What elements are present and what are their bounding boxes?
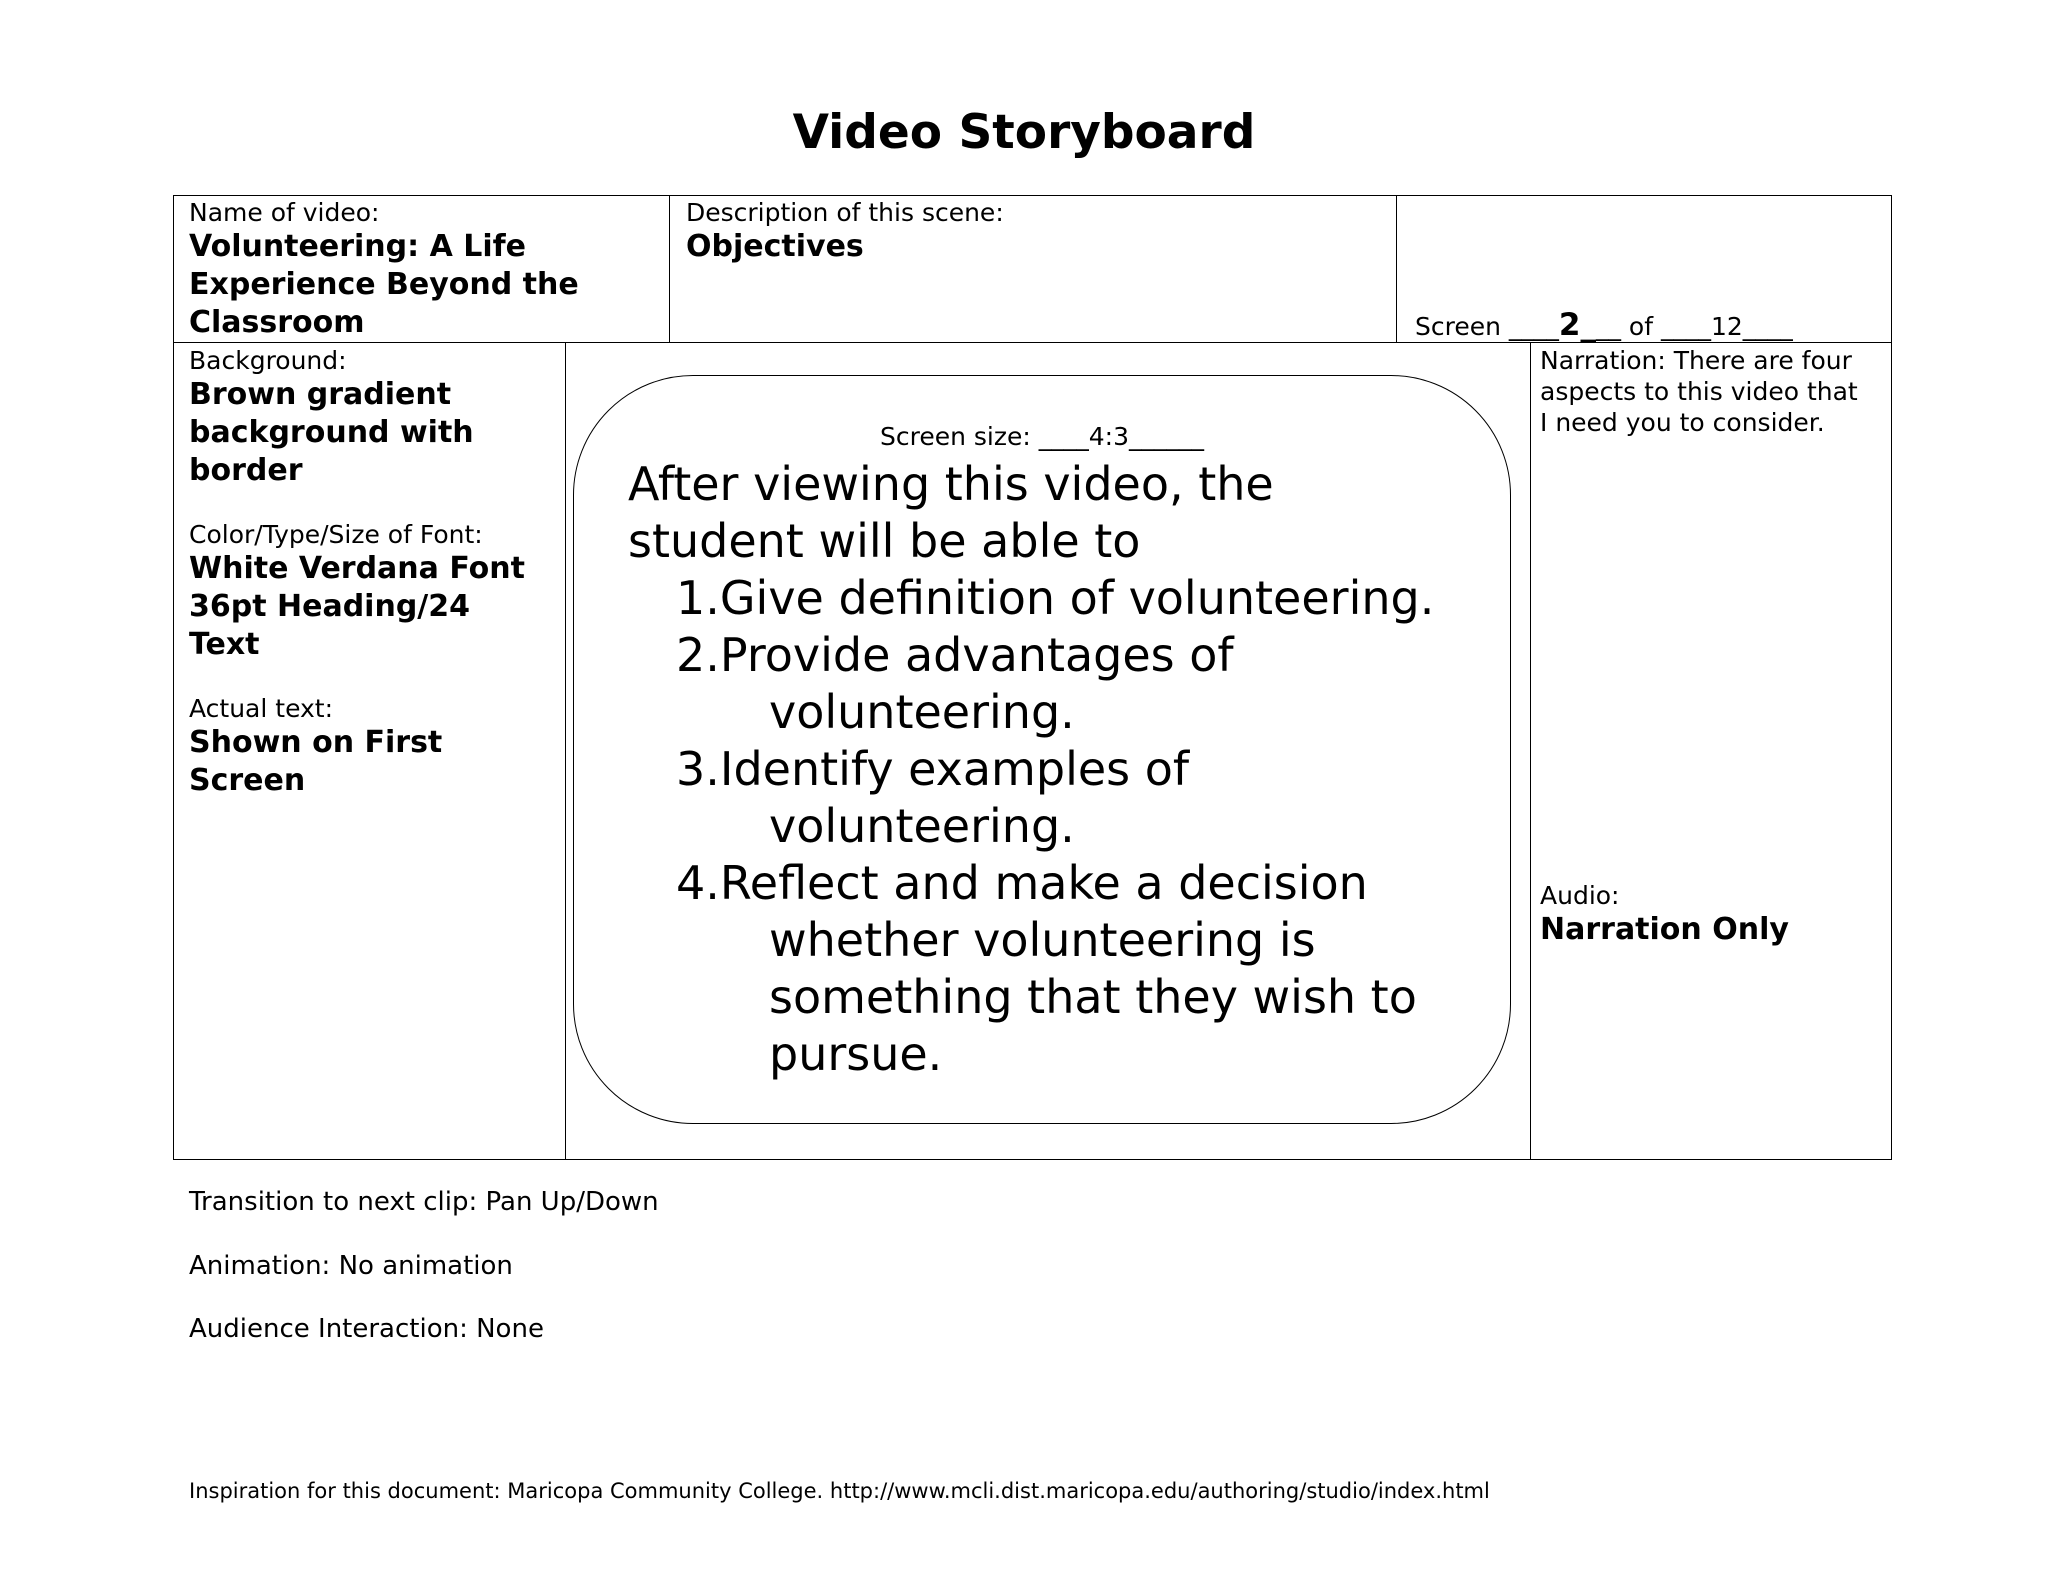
objective-continuation: volunteering. bbox=[769, 799, 1075, 853]
screen-preview-frame bbox=[573, 375, 1511, 1124]
objective-continuation: whether volunteering is bbox=[769, 913, 1316, 967]
actual-text-value-line: Shown on First bbox=[189, 725, 443, 760]
name-of-video: Name of video: Volunteering: A Life Expe… bbox=[189, 197, 579, 342]
description-label: Description of this scene: bbox=[686, 198, 1004, 227]
description-value: Objectives bbox=[686, 229, 864, 264]
font-value-line: Text bbox=[189, 627, 260, 662]
narration: Narration: There are four aspects to thi… bbox=[1540, 345, 1858, 438]
objective-continuation: volunteering. bbox=[769, 685, 1075, 739]
screen-counter: Screen ____2___ of ____12____ bbox=[1415, 310, 1793, 342]
audio-label: Audio: bbox=[1540, 881, 1620, 910]
screen-size-label: Screen size: ____4:3______ bbox=[880, 422, 1204, 451]
left-details: Background: Brown gradient background wi… bbox=[189, 345, 525, 800]
intro-line: student will be able to bbox=[628, 514, 1141, 568]
objective-number: 1. bbox=[676, 571, 720, 625]
video-title-line: Experience Beyond the bbox=[189, 267, 579, 302]
screen-prefix: Screen ____ bbox=[1415, 312, 1559, 341]
objective-number: 4. bbox=[676, 856, 720, 910]
transition-text: Transition to next clip: Pan Up/Down bbox=[189, 1187, 659, 1217]
actual-text-value-line: Screen bbox=[189, 763, 306, 798]
objective-text: Give definition of volunteering. bbox=[719, 571, 1435, 625]
objective-text: Provide advantages of bbox=[719, 628, 1234, 682]
audience-interaction-text: Audience Interaction: None bbox=[189, 1314, 544, 1344]
background-label: Background: bbox=[189, 346, 347, 375]
name-of-video-label: Name of video: bbox=[189, 198, 380, 227]
screen-total: 12____ bbox=[1710, 312, 1793, 341]
right-narration-cell bbox=[1530, 342, 1892, 1160]
narration-line: aspects to this video that bbox=[1540, 377, 1858, 406]
audio-value: Narration Only bbox=[1540, 912, 1789, 947]
objective-continuation: pursue. bbox=[769, 1027, 943, 1081]
objective-item: 4.Reflect and make a decision bbox=[628, 855, 1434, 912]
objective-item: 1.Give definition of volunteering. bbox=[628, 570, 1434, 627]
inspiration-text: Inspiration for this document: Maricopa … bbox=[189, 1479, 1490, 1503]
font-value-line: 36pt Heading/24 bbox=[189, 589, 471, 624]
objective-number: 2. bbox=[676, 628, 720, 682]
video-title-line: Classroom bbox=[189, 305, 365, 340]
background-value-line: background with bbox=[189, 415, 474, 450]
objective-item: 3.Identify examples of bbox=[628, 741, 1434, 798]
audio: Audio: Narration Only bbox=[1540, 880, 1789, 949]
font-label: Color/Type/Size of Font: bbox=[189, 520, 483, 549]
scene-description: Description of this scene: Objectives bbox=[686, 197, 1004, 266]
page-title: Video Storyboard bbox=[792, 105, 1256, 160]
objective-number: 3. bbox=[676, 742, 720, 796]
narration-line: Narration: There are four bbox=[1540, 346, 1852, 375]
animation-text: Animation: No animation bbox=[189, 1251, 513, 1281]
background-value-line: Brown gradient bbox=[189, 377, 452, 412]
font-value-line: White Verdana Font bbox=[189, 551, 525, 586]
screen-mid: __ of ____ bbox=[1595, 312, 1711, 341]
objective-text: Reflect and make a decision bbox=[719, 856, 1368, 910]
screen-preview-content: After viewing this video, the student wi… bbox=[628, 456, 1434, 1083]
video-title-line: Volunteering: A Life bbox=[189, 229, 527, 264]
actual-text-label: Actual text: bbox=[189, 694, 334, 723]
intro-line: After viewing this video, the bbox=[628, 457, 1274, 511]
objective-text: Identify examples of bbox=[719, 742, 1190, 796]
screen-number: 2_ bbox=[1558, 307, 1596, 343]
objective-continuation: something that they wish to bbox=[769, 970, 1417, 1024]
narration-line: I need you to consider. bbox=[1540, 408, 1825, 437]
objective-item: 2.Provide advantages of bbox=[628, 627, 1434, 684]
background-value-line: border bbox=[189, 453, 303, 488]
